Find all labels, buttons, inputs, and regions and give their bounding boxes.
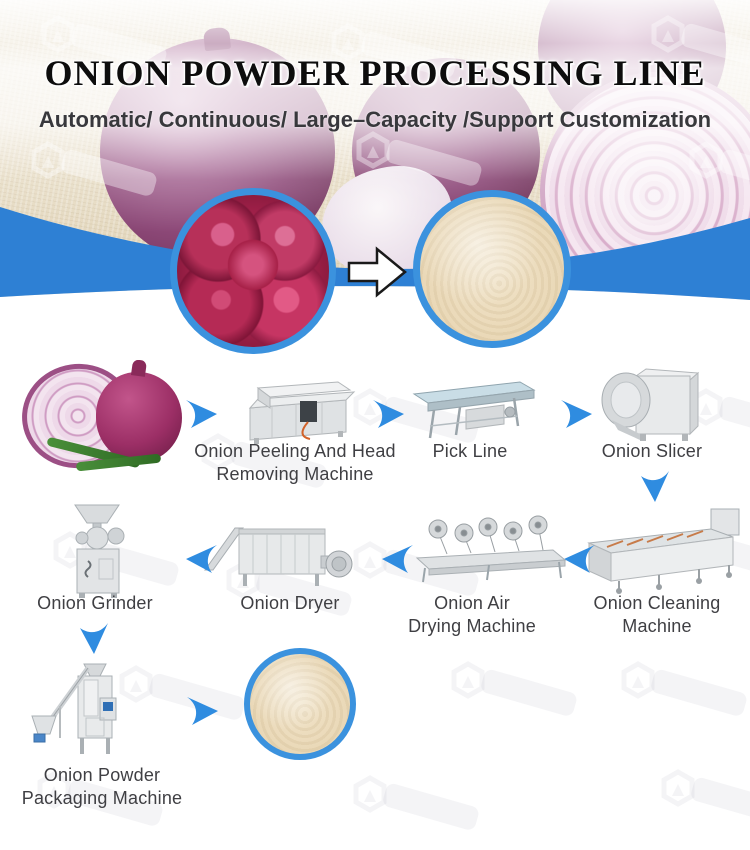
chevron-right-icon: [561, 400, 592, 428]
watermark-logo: [660, 766, 750, 835]
pick-line-image: [412, 381, 536, 439]
chevron-left-icon: [382, 545, 413, 573]
onion-slicer-image: [601, 368, 700, 441]
chevron-down-icon: [641, 471, 669, 502]
machine-label: Onion Dryer: [240, 593, 340, 613]
chevron-down-icon: [80, 623, 108, 654]
machine-label: Onion Air: [434, 593, 510, 613]
chevron-right-icon: [187, 697, 218, 725]
watermark-logo: [450, 658, 590, 727]
chevron-right-icon: [186, 400, 217, 428]
chevron-right-icon: [373, 400, 404, 428]
block-arrow-right: [347, 246, 407, 298]
whole-onion-image: [96, 372, 182, 462]
onion-dryer-image: [204, 527, 353, 586]
page-subtitle: Automatic/ Continuous/ Large–Capacity /S…: [38, 107, 712, 132]
chevron-left-icon: [564, 545, 595, 573]
chevron-left-icon: [186, 545, 217, 573]
machine-label: Pick Line: [432, 441, 508, 461]
onion-air-drying-machine-image: [415, 515, 567, 583]
onion-grinder-image: [74, 504, 125, 598]
raw-onions-circle-photo: [170, 188, 336, 354]
page-title: ONION POWDER PROCESSING LINE: [44, 53, 706, 93]
machine-label: Onion Cleaning: [593, 593, 721, 613]
machine-label: Machine: [622, 616, 692, 636]
machine-label: Onion Powder: [43, 765, 161, 785]
machine-label: Removing Machine: [216, 464, 374, 484]
onion-powder-result-photo: [244, 648, 356, 760]
onion-powder-circle-photo: [413, 190, 571, 348]
watermark-logo: [620, 658, 750, 727]
machine-label: Drying Machine: [408, 616, 536, 636]
onion-peeling-machine-image: [248, 381, 356, 444]
machine-label: Onion Slicer: [601, 441, 703, 461]
machine-label: Packaging Machine: [21, 788, 183, 808]
machine-label: Onion Grinder: [37, 593, 153, 613]
onion-powder-packaging-machine-image: [31, 663, 117, 754]
machine-label: Onion Peeling And Head: [194, 441, 396, 461]
watermark-logo: [352, 772, 492, 841]
onion-cleaning-machine-image: [587, 508, 740, 594]
